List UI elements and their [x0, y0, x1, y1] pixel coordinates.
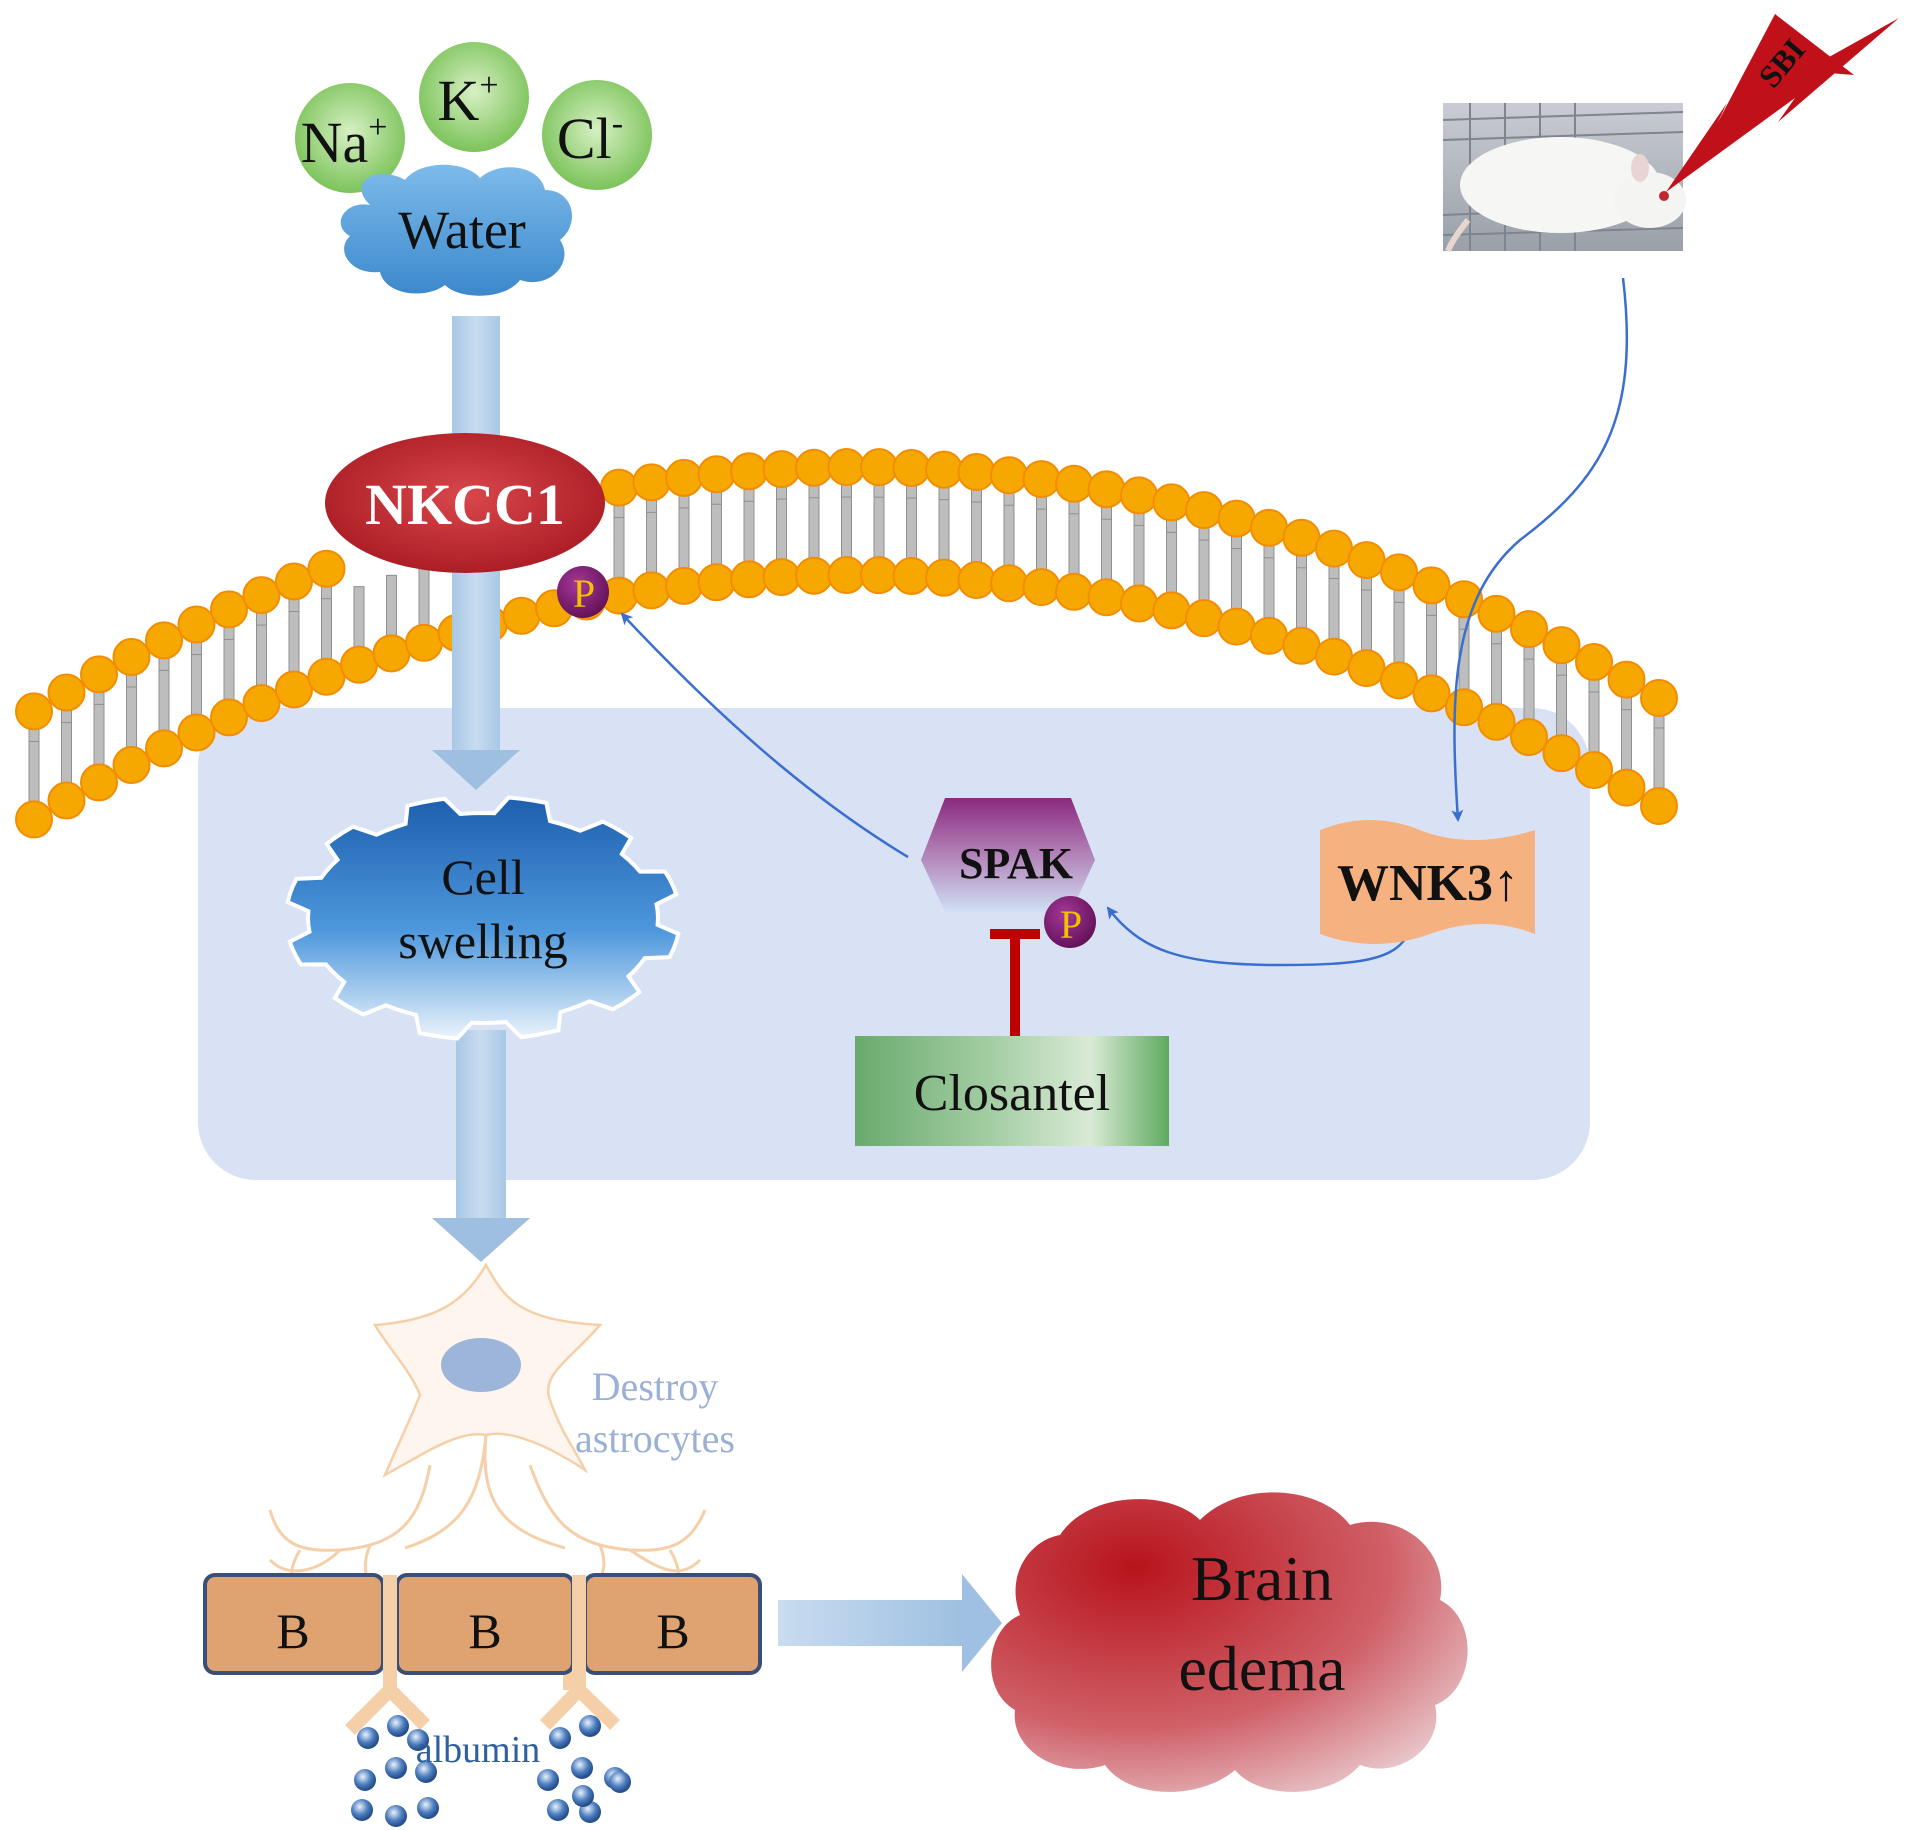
- svg-text:B: B: [276, 1603, 309, 1659]
- cl-ion: Cl-: [542, 80, 652, 190]
- albumin-particle: [415, 1761, 437, 1783]
- svg-text:Brain: Brain: [1191, 1543, 1333, 1614]
- svg-text:P: P: [573, 571, 595, 616]
- svg-text:Cell: Cell: [441, 849, 524, 905]
- bbb-block-2: B: [395, 1573, 575, 1675]
- arrow-sbi-to-wnk3: [1451, 277, 1629, 822]
- svg-text:astrocytes: astrocytes: [575, 1416, 735, 1461]
- cell-swelling-gear: Cell swelling: [285, 795, 681, 1041]
- albumin-particle: [387, 1715, 409, 1737]
- water-label: Water: [398, 200, 526, 260]
- albumin-particle: [407, 1729, 429, 1751]
- svg-text:B: B: [468, 1603, 501, 1659]
- albumin-particle: [354, 1769, 376, 1791]
- bbb-leak-gaps: [345, 1575, 620, 1735]
- svg-text:swelling: swelling: [398, 913, 567, 969]
- svg-text:B: B: [656, 1603, 689, 1659]
- svg-text:edema: edema: [1179, 1633, 1346, 1704]
- albumin-particle: [417, 1797, 439, 1819]
- nkcc1-transporter: NKCC1: [325, 433, 605, 573]
- svg-text:P: P: [1060, 902, 1082, 947]
- closantel-inhibition: [990, 929, 1040, 1036]
- spak-label: SPAK: [959, 839, 1073, 888]
- rat-photo: [1442, 103, 1686, 253]
- astrocyte: Destroy astrocytes: [268, 1262, 735, 1690]
- k-ion: K+: [419, 42, 529, 152]
- spak-kinase: SPAK: [921, 798, 1095, 912]
- flow-arrow-swelling-to-astrocyte: [432, 1030, 530, 1262]
- cell-membrane: [15, 448, 1678, 839]
- flow-arrow-nkcc1-to-swelling: [432, 560, 520, 790]
- albumin-particles: [351, 1715, 631, 1827]
- na-ion: Na+: [295, 83, 405, 193]
- albumin-particle: [357, 1727, 379, 1749]
- albumin-particle: [571, 1757, 593, 1779]
- nkcc1-label: NKCC1: [365, 472, 565, 537]
- arrow-wnk3-to-spak-phospho: [1106, 906, 1410, 967]
- brain-edema-cloud: Brain edema: [991, 1492, 1468, 1792]
- svg-text:Cl-: Cl-: [557, 105, 623, 171]
- nkcc1-phospho-site: P: [557, 566, 609, 618]
- wnk3-label: WNK3↑: [1337, 855, 1519, 912]
- sbi-lightning-icon: SBI: [1666, 14, 1899, 192]
- albumin-particle: [609, 1771, 631, 1793]
- bbb-block-3: B: [583, 1573, 762, 1675]
- svg-text:K+: K+: [437, 67, 498, 133]
- albumin-particle: [549, 1727, 571, 1749]
- albumin-particle: [385, 1805, 407, 1827]
- closantel-label: Closantel: [914, 1065, 1110, 1122]
- albumin-particle: [537, 1769, 559, 1791]
- albumin-particle: [351, 1799, 373, 1821]
- flow-arrow-to-brain-edema: [778, 1574, 1002, 1672]
- albumin-label: albumin: [416, 1729, 541, 1771]
- water-cloud: Water: [340, 164, 572, 296]
- bbb-block-1: B: [203, 1573, 385, 1675]
- wnk3-kinase: WNK3↑: [1320, 820, 1535, 944]
- albumin-particle: [579, 1715, 601, 1737]
- closantel-box: Closantel: [855, 1036, 1169, 1146]
- svg-text:Destroy: Destroy: [592, 1364, 719, 1409]
- spak-phospho-site: P: [1044, 896, 1096, 948]
- albumin-particle: [547, 1799, 569, 1821]
- arrow-spak-to-nkcc1-phospho: [620, 612, 909, 859]
- svg-text:Na+: Na+: [301, 109, 388, 175]
- albumin-particle: [572, 1785, 594, 1807]
- albumin-particle: [385, 1757, 407, 1779]
